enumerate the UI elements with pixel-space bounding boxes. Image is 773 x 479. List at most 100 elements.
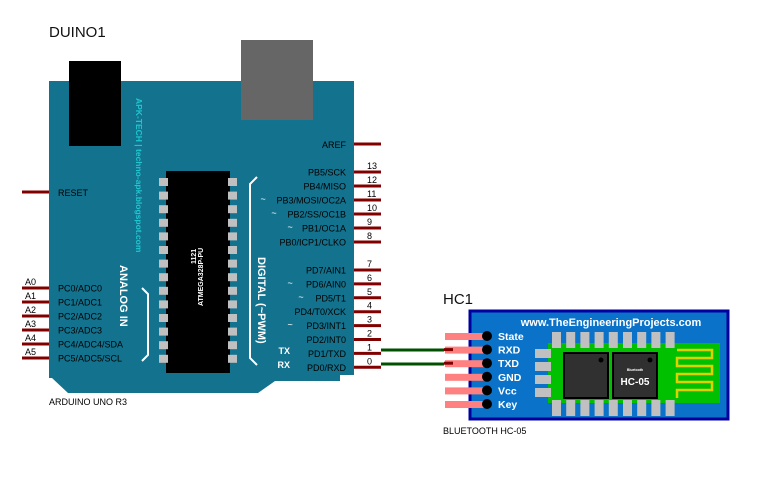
pcb-pad-bottom <box>623 400 632 416</box>
bt-pin-label: RXD <box>498 345 521 357</box>
pcb-pad-top <box>651 332 661 348</box>
chip-pad-right <box>228 341 237 350</box>
chip-pad-right <box>228 205 237 214</box>
pcb-pads <box>535 332 675 416</box>
chip-pad-left <box>159 273 168 282</box>
analog-pin-label: PC4/ADC4/SDA <box>58 340 123 350</box>
arduino-name-label: ARDUINO UNO R3 <box>49 397 127 407</box>
digital-bracket <box>249 176 258 366</box>
watermark-text: APK-TECH | techno-apk.blogspot.com <box>134 98 144 253</box>
bt-pin-lead[interactable] <box>445 346 485 354</box>
pcb-pad-top <box>580 332 590 348</box>
rx-label: RX <box>277 360 290 370</box>
analog-pin-number: A2 <box>25 305 36 315</box>
digital-pin-label: PB3/MOSI/OC2A <box>276 196 346 206</box>
bt-pin-lead[interactable] <box>445 360 485 368</box>
chip-pad-right <box>228 327 237 336</box>
pcb-pad-bottom <box>566 400 576 416</box>
pcb-pad-left <box>535 362 551 371</box>
pcb-pad-top <box>566 332 576 348</box>
chip-pad-right <box>228 314 237 322</box>
chip-pad-right <box>228 259 237 268</box>
digital-pin-label: PD7/AIN1 <box>306 266 346 276</box>
digital-pin-label: PB0/ICP1/CLKO <box>279 238 346 248</box>
pcb-pad-top <box>552 332 561 348</box>
pwm-tilde: ~ <box>288 278 293 288</box>
chip-pad-right <box>228 300 237 309</box>
analog-pin-label: PC3/ADC3 <box>58 326 102 336</box>
analog-pin-number: A1 <box>25 291 36 301</box>
digital-pin-number: 9 <box>367 217 372 227</box>
pcb-pad-bottom <box>651 400 661 416</box>
chip-pad-left <box>159 191 168 200</box>
chip-pad-right <box>228 354 237 363</box>
pcb-pad-bottom <box>637 400 647 416</box>
digital-pin-label: PB2/SS/OC1B <box>287 210 346 220</box>
digital-label: DIGITAL (~PWM) <box>255 257 267 344</box>
bt-pin-lead[interactable] <box>445 373 485 381</box>
chip-pad-right <box>228 218 237 227</box>
aref-pin-label: AREF <box>322 140 347 150</box>
pcb-pad-top <box>665 332 675 348</box>
arduino-uno[interactable]: DUINO1 APK-TECH | techno-apk.blogspot.co… <box>22 24 381 407</box>
bt-pin-lead[interactable] <box>445 401 485 408</box>
chip-pad-left <box>159 341 168 350</box>
bt-pin-label: Vcc <box>498 385 517 397</box>
pwm-tilde: ~ <box>288 320 293 330</box>
bt-pin-label: GND <box>498 372 522 384</box>
hc05-ref-label: HC1 <box>443 291 473 308</box>
analog-in-label: ANALOG IN <box>117 265 129 327</box>
pcb-pad-left <box>535 388 551 397</box>
pcb-pad-top <box>594 332 604 348</box>
hc05-module[interactable]: HC1 www.TheEngineeringProjects.com Bluet… <box>443 291 730 436</box>
analog-pin-label: PC0/ADC0 <box>58 284 102 294</box>
bt-pin-lead[interactable] <box>445 387 485 395</box>
chip-pad-left <box>159 178 168 186</box>
bt-pin-dot <box>482 385 492 396</box>
chip-pad-left <box>159 232 168 241</box>
wires <box>381 348 444 366</box>
pwm-tilde: ~ <box>298 292 303 302</box>
hc05-name-label: BLUETOOTH HC-05 <box>443 426 526 436</box>
pwm-tilde: ~ <box>261 194 266 204</box>
bt-pin-lead[interactable] <box>445 333 485 340</box>
chip-pad-right <box>228 178 237 186</box>
digital-pin-label: PD2/INT0 <box>306 335 346 345</box>
digital-pin-label: PD6/AIN0 <box>306 279 346 289</box>
bt-pin-dot <box>482 399 492 409</box>
digital-pin-label: PB5/SCK <box>308 168 346 178</box>
chip-pad-left <box>159 314 168 322</box>
chip-pad-right <box>228 232 237 241</box>
bt-pin-dot <box>482 331 492 341</box>
bt-pin-label: State <box>498 331 524 343</box>
chip-pad-left <box>159 205 168 214</box>
digital-pin-number: 7 <box>367 259 372 269</box>
digital-pin-label: PD4/T0/XCK <box>294 307 346 317</box>
chip-label: ATMEGA328P-PU <box>198 248 205 306</box>
chip-pad-right <box>228 273 237 282</box>
digital-pin-number: 13 <box>367 161 377 171</box>
website-label: www.TheEngineeringProjects.com <box>520 317 702 329</box>
bt-pin-dot <box>482 344 492 355</box>
digital-pin-number: 11 <box>367 189 376 199</box>
pcb-pad-bottom <box>665 400 675 416</box>
digital-pin-number: 5 <box>367 287 372 297</box>
pcb-pad-bottom <box>608 400 618 416</box>
pcb-pad-top <box>637 332 647 348</box>
digital-pin-label: PB4/MISO <box>303 182 346 192</box>
hc05-chip-label: HC-05 <box>621 377 650 388</box>
pcb-pad-bottom <box>594 400 604 416</box>
analog-pin-number: A3 <box>25 319 36 329</box>
chip-pad-left <box>159 259 168 268</box>
analog-pin-label: PC1/ADC1 <box>58 298 102 308</box>
pcb-pad-left <box>535 375 551 384</box>
analog-bracket <box>141 287 149 362</box>
chip-pad-left <box>159 354 168 363</box>
digital-pin-number: 6 <box>367 273 372 283</box>
chip-2-sublabel: Bluetooth <box>627 368 643 372</box>
atmega-chip <box>159 171 237 373</box>
analog-pins: A0PC0/ADC0A1PC1/ADC1A2PC2/ADC2A3PC3/ADC3… <box>22 277 123 364</box>
digital-pin-number: 12 <box>367 175 377 185</box>
